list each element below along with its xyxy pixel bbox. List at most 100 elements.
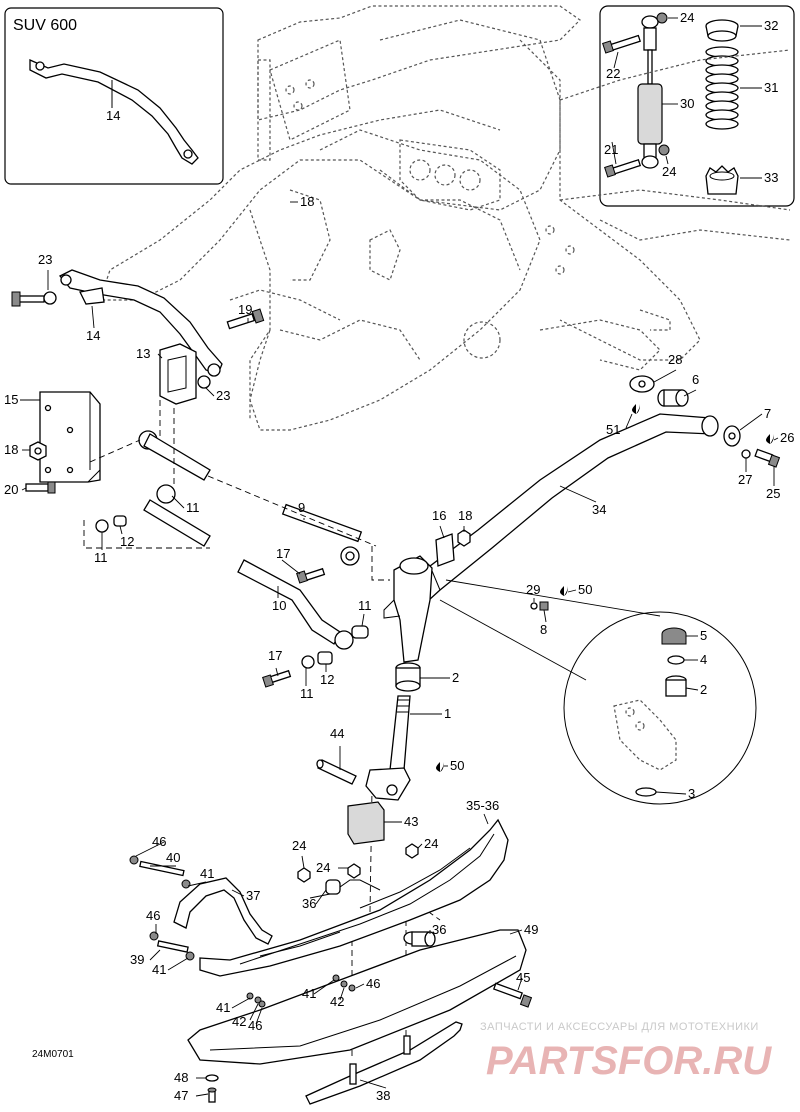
handle-37 bbox=[173, 877, 273, 945]
ski-bushing-36a bbox=[325, 879, 341, 895]
callout-c-28: 28 bbox=[668, 352, 682, 367]
nut-18b bbox=[29, 441, 47, 461]
bolt-19 bbox=[226, 308, 265, 330]
callout-c-35-36: 35-36 bbox=[466, 798, 499, 813]
callout-c-41c: 41 bbox=[302, 986, 316, 1001]
leader-c-42a bbox=[339, 987, 345, 1001]
callout-c-39: 39 bbox=[130, 952, 144, 967]
leader-c-11a bbox=[171, 495, 185, 509]
spring-31 bbox=[705, 46, 739, 130]
bolt-23a bbox=[11, 291, 57, 307]
ski-nuts-41-42 bbox=[246, 974, 356, 1008]
bracket-16 bbox=[435, 529, 471, 567]
callout-c-4: 4 bbox=[700, 652, 707, 667]
inset-title: SUV 600 bbox=[13, 17, 77, 34]
callout-c-21: 21 bbox=[604, 142, 618, 157]
callout-c-23b: 23 bbox=[216, 388, 230, 403]
pin-44 bbox=[316, 759, 357, 785]
callout-c-25: 25 bbox=[766, 486, 780, 501]
steering-arm-14-inset bbox=[29, 58, 199, 165]
callout-c-16: 16 bbox=[432, 508, 446, 523]
callout-c-2b: 2 bbox=[700, 682, 707, 697]
grease-51 bbox=[632, 404, 640, 414]
ski-nut-24a bbox=[297, 867, 311, 883]
bolt-21 bbox=[604, 159, 642, 178]
leader-c-46a bbox=[135, 841, 165, 857]
callout-c-44: 44 bbox=[330, 726, 344, 741]
plate-15 bbox=[39, 391, 101, 483]
detail-ring-3 bbox=[635, 787, 657, 797]
leader-c-24-mid bbox=[665, 155, 669, 165]
callout-c-29: 29 bbox=[526, 582, 540, 597]
callout-c-13: 13 bbox=[136, 346, 150, 361]
callout-c-41b: 41 bbox=[152, 962, 166, 977]
stopper-43 bbox=[347, 801, 385, 845]
callout-c-48: 48 bbox=[174, 1070, 188, 1085]
callout-c-42b: 42 bbox=[232, 1014, 246, 1029]
bushing-6 bbox=[657, 389, 689, 407]
leader-c-42b bbox=[249, 1003, 259, 1021]
callout-c-31: 31 bbox=[764, 80, 778, 95]
callout-c-46a: 46 bbox=[152, 834, 166, 849]
callout-c-49: 49 bbox=[524, 922, 538, 937]
leader-c-11c bbox=[361, 613, 365, 627]
detail-cap-5 bbox=[661, 627, 687, 645]
washer-23b bbox=[197, 375, 211, 389]
bolt-17b bbox=[262, 669, 292, 688]
callout-c-40: 40 bbox=[166, 850, 180, 865]
callout-c-15: 15 bbox=[4, 392, 18, 407]
callout-c-42a: 42 bbox=[330, 994, 344, 1009]
callout-c-24b: 24 bbox=[316, 860, 330, 875]
watermark-tagline: ЗАПЧАСТИ И АКСЕССУАРЫ ДЛЯ МОТОТЕХНИКИ bbox=[480, 1021, 759, 1033]
bolt-25 bbox=[754, 448, 781, 468]
drawing-code: 24M0701 bbox=[32, 1049, 74, 1060]
leader-c-6 bbox=[683, 389, 697, 397]
callout-c-11a: 11 bbox=[186, 500, 200, 515]
callout-c-14a: 14 bbox=[106, 108, 120, 123]
callout-c-24-top: 24 bbox=[680, 10, 694, 25]
lower-arm-10 bbox=[143, 484, 354, 650]
detail-circle bbox=[439, 579, 757, 805]
callout-c-41a: 41 bbox=[200, 866, 214, 881]
callout-c-14b: 14 bbox=[86, 328, 100, 343]
grease-26 bbox=[766, 434, 774, 444]
callout-c-46b: 46 bbox=[146, 908, 160, 923]
leader-lines bbox=[20, 17, 779, 1097]
callout-c-26: 26 bbox=[780, 430, 794, 445]
washer-48 bbox=[205, 1074, 219, 1082]
callout-c-1: 1 bbox=[444, 706, 451, 721]
callout-c-11c: 11 bbox=[358, 598, 372, 613]
leader-c-46d bbox=[255, 1007, 263, 1025]
leader-c-45 bbox=[517, 977, 523, 991]
leader-c-16 bbox=[439, 525, 445, 539]
callout-c-19: 19 bbox=[238, 302, 252, 317]
callout-c-17b: 17 bbox=[268, 648, 282, 663]
callout-c-18c: 18 bbox=[458, 508, 472, 523]
callout-c-36b: 36 bbox=[432, 922, 446, 937]
adjuster-33 bbox=[705, 165, 739, 195]
leader-c-14b bbox=[91, 305, 95, 329]
washer-28 bbox=[629, 375, 655, 393]
callout-c-50b: 50 bbox=[450, 758, 464, 773]
callout-c-46c: 46 bbox=[366, 976, 380, 991]
callout-c-34: 34 bbox=[592, 502, 606, 517]
chassis-frame bbox=[99, 5, 791, 431]
callout-c-12b: 12 bbox=[320, 672, 334, 687]
ski-bolt-45 bbox=[492, 982, 533, 1008]
inset-suv600: SUV 600 bbox=[4, 7, 224, 185]
callout-c-24c: 24 bbox=[424, 836, 438, 851]
ski-bushing-36b bbox=[403, 931, 436, 947]
bushing-12b bbox=[301, 651, 333, 669]
callout-c-18a: 18 bbox=[300, 194, 314, 209]
bracket-13 bbox=[159, 343, 197, 405]
callout-c-47: 47 bbox=[174, 1088, 188, 1103]
callout-c-10: 10 bbox=[272, 598, 286, 613]
leader-c-35-36 bbox=[483, 813, 489, 825]
leader-c-24c bbox=[417, 843, 423, 849]
callout-c-12a: 12 bbox=[120, 534, 134, 549]
callout-c-43: 43 bbox=[404, 814, 418, 829]
bushing-11b bbox=[351, 625, 369, 639]
washer-27 bbox=[741, 449, 751, 459]
